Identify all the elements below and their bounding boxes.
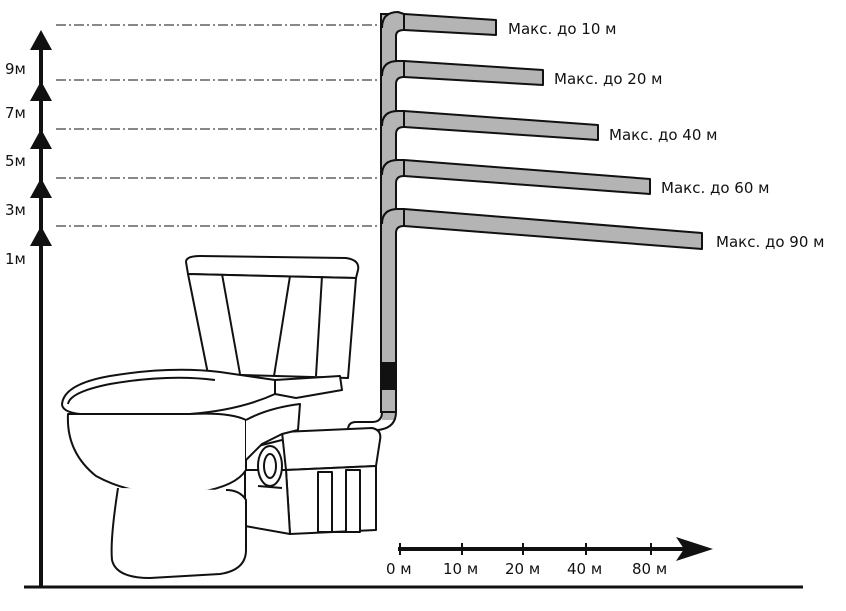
toilet-seat xyxy=(61,368,343,415)
pipe-90m xyxy=(387,208,703,250)
distance-label-40m: 40 м xyxy=(567,560,602,578)
pipe-60m xyxy=(387,159,651,195)
horizontal-axis xyxy=(398,537,713,561)
pipe-20m xyxy=(387,60,544,86)
pipe-label-90m: Макс. до 90 м xyxy=(716,233,824,251)
toilet-connector xyxy=(257,439,283,489)
height-label-5m: 5м xyxy=(5,152,26,170)
distance-label-10m: 10 м xyxy=(443,560,478,578)
pipe-elbows xyxy=(381,11,405,234)
pipe-label-10m: Макс. до 10 м xyxy=(508,20,616,38)
pipe-label-40m: Макс. до 40 м xyxy=(609,126,717,144)
height-label-1m: 1м xyxy=(5,250,26,268)
height-label-7m: 7м xyxy=(5,104,26,122)
distance-label-0m: 0 м xyxy=(386,560,412,578)
distance-label-80m: 80 м xyxy=(632,560,667,578)
height-label-9m: 9м xyxy=(5,60,26,78)
vertical-axis xyxy=(30,30,52,587)
pipe-40m xyxy=(387,110,599,141)
toilet-tank xyxy=(185,255,360,379)
pipe-label-20m: Макс. до 20 м xyxy=(554,70,662,88)
macerator-pump xyxy=(244,427,382,535)
distance-label-20m: 20 м xyxy=(505,560,540,578)
toilet-bowl xyxy=(66,403,301,579)
pipe-label-60m: Макс. до 60 м xyxy=(661,179,769,197)
height-guide-lines xyxy=(56,24,384,227)
height-label-3m: 3м xyxy=(5,201,26,219)
